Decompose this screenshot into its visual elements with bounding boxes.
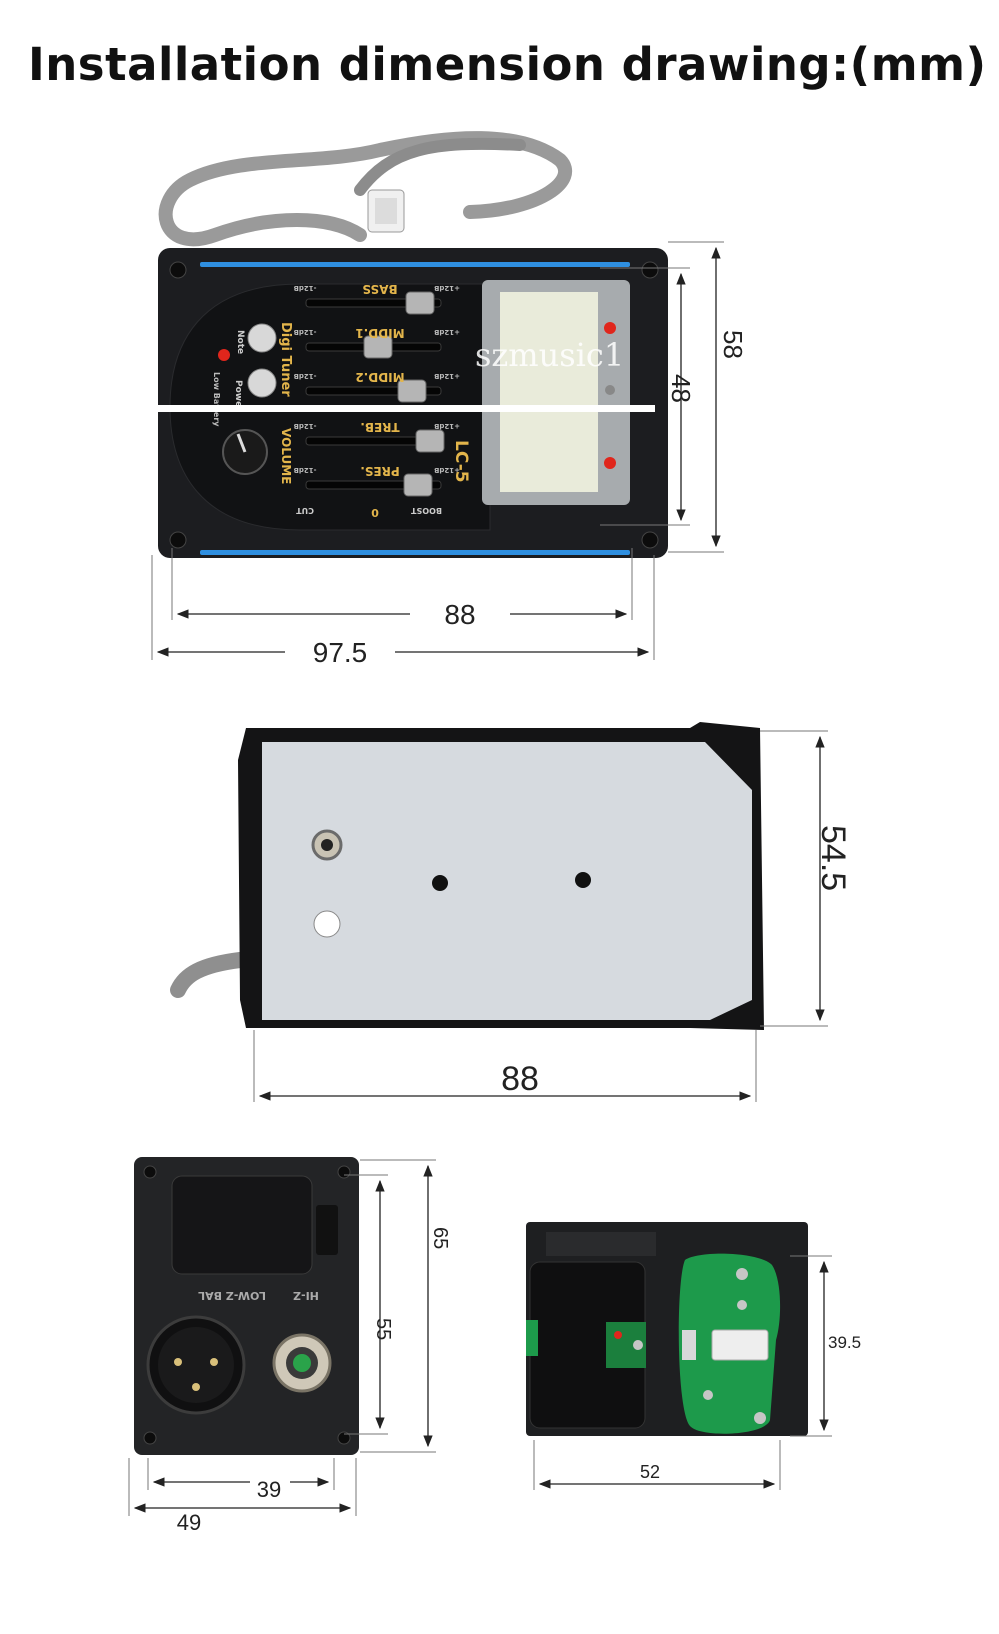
led-bottom xyxy=(604,457,616,469)
slider-name-1: BASS xyxy=(362,282,397,296)
slider-knob-1[interactable] xyxy=(405,291,435,315)
dim-width-inner: 88 xyxy=(444,599,475,630)
low-battery-led xyxy=(218,349,230,361)
slider-plus-label: +12dB xyxy=(434,284,460,292)
tuner-display xyxy=(500,292,598,492)
cable xyxy=(158,131,573,247)
led-middle xyxy=(605,385,615,395)
front-panel-view: Note Power Low Battery Digi Tuner VOLUME… xyxy=(151,131,748,668)
jack-plate-view: LOW-Z BAL HI-Z 65 55 39 49 xyxy=(128,1157,451,1535)
dim-width-outer: 49 xyxy=(177,1510,201,1535)
dim-width: 52 xyxy=(640,1462,660,1482)
cable-hole xyxy=(313,910,341,938)
back-plate xyxy=(262,742,752,1020)
slider-name-2: MIDD.1 xyxy=(355,326,404,340)
note-button[interactable] xyxy=(247,323,277,353)
watermark: szmusic1 xyxy=(475,336,624,374)
tuner-label: Digi Tuner xyxy=(278,322,293,397)
dim-height: 39.5 xyxy=(828,1333,861,1352)
dim-width-outer: 97.5 xyxy=(313,637,368,668)
slider-minus-label: -12dB xyxy=(294,372,317,380)
scale-cut: CUT xyxy=(296,506,314,515)
slider-plus-label: +12dB xyxy=(434,422,460,430)
battery-box-view: 39.5 52 xyxy=(526,1222,861,1490)
slider-knob-2[interactable] xyxy=(363,335,393,359)
dim-width: 88 xyxy=(501,1060,539,1098)
dim-height: 54.5 xyxy=(814,825,852,891)
low-battery-label: Low Battery xyxy=(212,372,221,427)
slider-minus-label: -12dB xyxy=(294,328,317,336)
slider-knob-4[interactable] xyxy=(415,429,445,453)
note-label: Note xyxy=(235,330,245,354)
mount-hole-left xyxy=(432,875,448,891)
dim-height-outer: 65 xyxy=(429,1227,451,1249)
slider-knob-3[interactable] xyxy=(397,379,427,403)
slider-plus-label: +12dB xyxy=(434,328,460,336)
slider-plus-label: +12dB xyxy=(434,372,460,380)
cable xyxy=(170,952,248,998)
scale-boost: BOOST xyxy=(411,506,442,515)
blue-strip-top xyxy=(200,262,630,267)
volume-label: VOLUME xyxy=(279,428,293,484)
slider-minus-label: -12dB xyxy=(294,284,317,292)
battery-door[interactable] xyxy=(171,1175,313,1275)
slider-name-4: TREB. xyxy=(360,420,399,434)
slider-minus-label: -12dB xyxy=(294,422,317,430)
back-view: 54.5 88 xyxy=(170,722,852,1102)
power-label: Power xyxy=(233,380,243,412)
slider-plus-label: +12dB xyxy=(434,466,460,474)
slider-name-5: PRES. xyxy=(360,464,399,478)
model-label: LC-5 xyxy=(451,440,471,483)
dim-width-inner: 39 xyxy=(257,1477,281,1502)
eq-sliders: BASS -12dB +12dB MIDD.1 -12dB +12dB MIDD.2 -12d… xyxy=(294,282,460,497)
blue-strip-bottom xyxy=(200,550,630,555)
dim-height-inner: 48 xyxy=(666,374,696,403)
xlr-label: LOW-Z BAL xyxy=(198,1289,266,1302)
battery-latch[interactable] xyxy=(316,1205,338,1255)
slider-name-3: MIDD.2 xyxy=(355,370,404,384)
dim-height-outer: 58 xyxy=(718,330,748,359)
led-top xyxy=(604,322,616,334)
hi-z-label: HI-Z xyxy=(293,1289,319,1302)
dim-height-inner: 55 xyxy=(372,1318,394,1340)
page-title: Installation dimension drawing:(mm) xyxy=(28,38,987,91)
image-seam xyxy=(155,405,655,412)
scale-zero: 0 xyxy=(371,506,379,519)
power-button[interactable] xyxy=(247,368,277,398)
mount-hole-right xyxy=(575,872,591,888)
slider-knob-5[interactable] xyxy=(403,473,433,497)
pcb-connector xyxy=(711,1329,769,1361)
slider-minus-label: -12dB xyxy=(294,466,317,474)
